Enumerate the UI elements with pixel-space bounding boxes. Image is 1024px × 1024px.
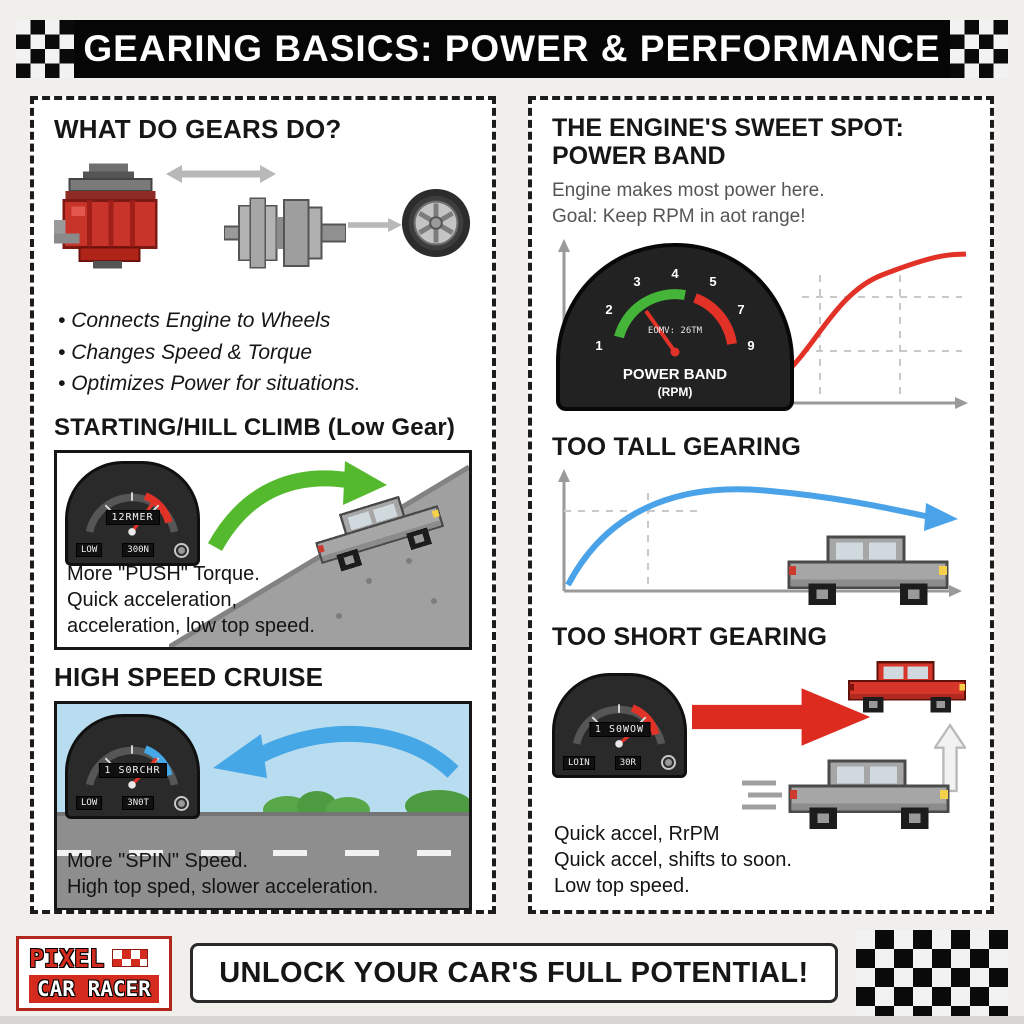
bottom-strip [0, 1016, 1024, 1024]
double-arrow-icon [166, 165, 276, 183]
power-curve-graph: 1 2 3 4 5 7 9 EOMV: 26TM POWER BAND (RPM… [552, 235, 970, 415]
gauge-lcd: 1 S0RCHR [98, 762, 167, 778]
gear-functions-list: Connects Engine to Wheels Changes Speed … [58, 305, 472, 400]
short-gear-gray-car [788, 759, 950, 830]
too-short-section: 1 S0WOW LOIN 30R [552, 659, 970, 901]
caption-line: acceleration, low top speed. [67, 614, 315, 637]
header-bar: GEARING BASICS: POWER & PERFORMANCE [16, 20, 1008, 78]
gauge-chip: LOW [76, 796, 103, 810]
gauge-chip: LOW [76, 543, 103, 557]
tall-gear-car [787, 535, 949, 606]
engine-to-wheel-diagram [54, 153, 472, 303]
caption-line: Quick accel, RrPM [554, 823, 720, 846]
caption-line: More "PUSH" Torque. [67, 562, 260, 585]
tachometer-gauge: 1 S0WOW LOIN 30R [552, 673, 687, 779]
gauge-chip: LOIN [563, 755, 595, 770]
motion-lines [742, 780, 782, 810]
logo-text-car-racer: CAR RACER [29, 974, 159, 1003]
gauge-lcd: 1 S0WOW [588, 722, 651, 738]
short-gear-red-car [847, 661, 967, 713]
racing-flag-icon [112, 949, 149, 967]
main-content: WHAT DO GEARS DO? [30, 96, 994, 914]
cruise-scene: 1 S0RCHR LOW 3N0T More "SPIN" Speed. Hig… [54, 700, 472, 910]
checkered-flag-right-icon [950, 20, 1008, 78]
gear-icon [173, 795, 189, 811]
tachometer-gauge: 1 S0RCHR LOW 3N0T [65, 713, 200, 819]
gauge-readouts: LOW 3N0T [76, 795, 189, 811]
list-item: Optimizes Power for situations. [58, 368, 472, 400]
short-gear-caption: Quick accel, RrPM Quick accel, shifts to… [554, 821, 792, 899]
gauge-chip: 30R [614, 755, 641, 770]
list-item: Changes Speed & Torque [58, 337, 472, 369]
svg-text:4: 4 [671, 266, 679, 281]
caption-line: Quick accel, shifts to soon. [554, 849, 792, 872]
wheel-icon [401, 188, 471, 258]
panel-what-gears-do: WHAT DO GEARS DO? [30, 96, 496, 914]
checkered-flag-bottom-right-icon [856, 930, 1008, 1016]
caption-line: High top sped, slower acceleration. [67, 875, 379, 898]
too-tall-graph [552, 467, 970, 607]
road [57, 811, 469, 908]
section-title-hill-climb: STARTING/HILL CLIMB (Low Gear) [54, 413, 456, 441]
power-band-gauge: 1 2 3 4 5 7 9 EOMV: 26TM POWER BAND (RPM… [556, 243, 794, 412]
up-arrow-outline-icon [934, 723, 966, 793]
svg-text:EOMV: 26TM: EOMV: 26TM [648, 326, 703, 336]
svg-text:POWER BAND: POWER BAND [623, 366, 727, 383]
caption-line: More "SPIN" Speed. [67, 849, 248, 872]
single-arrow-icon [348, 218, 402, 232]
gauge-readouts: LOW 300N [76, 542, 189, 558]
hill-climb-scene: 12RMER LOW 300N More "PUSH" Torque. Quic… [54, 449, 472, 650]
lane-dashes [57, 849, 469, 856]
title-line: THE ENGINE'S SWEET SPOT: [552, 114, 904, 142]
section-title-cruise: HIGH SPEED CRUISE [54, 661, 324, 692]
section-title-sweet-spot: THE ENGINE'S SWEET SPOT: POWER BAND [552, 114, 970, 170]
pixel-car-racer-logo: PIXEL CAR RACER [16, 935, 172, 1011]
caption-line: Quick acceleration, [67, 588, 238, 611]
svg-text:2: 2 [605, 302, 612, 317]
svg-text:3: 3 [633, 274, 640, 289]
gear-icon [173, 542, 189, 558]
gear-icon [660, 755, 676, 771]
svg-text:9: 9 [747, 338, 754, 353]
gauge-readouts: LOIN 30R [563, 755, 676, 771]
gearbox-icon [224, 197, 346, 269]
svg-text:1: 1 [595, 338, 602, 353]
climbing-car [307, 483, 452, 582]
panel-power-band: THE ENGINE'S SWEET SPOT: POWER BAND Engi… [528, 96, 994, 914]
title-line: POWER BAND [552, 142, 726, 170]
section-title-gears: WHAT DO GEARS DO? [54, 114, 342, 144]
subtitle-line: Engine makes most power here. [552, 180, 825, 201]
gauge-chip: 3N0T [122, 796, 154, 810]
blue-left-arrow-icon [213, 725, 459, 778]
logo-text-pixel: PIXEL [29, 943, 105, 973]
section-title-too-tall: TOO TALL GEARING [552, 433, 802, 462]
section-title-too-short: TOO SHORT GEARING [552, 623, 828, 652]
page-title: GEARING BASICS: POWER & PERFORMANCE [83, 28, 941, 69]
gauge-lcd: 12RMER [105, 509, 160, 525]
svg-text:7: 7 [737, 302, 744, 317]
subtitle-line: Goal: Keep RPM in aot range! [552, 205, 806, 227]
green-up-arrow-icon [207, 460, 387, 551]
gauge-chip: 300N [122, 543, 154, 557]
sweet-spot-subtitle: Engine makes most power here. Goal: Keep… [552, 178, 970, 229]
footer-bar: PIXEL CAR RACER UNLOCK YOUR CAR'S FULL P… [16, 930, 1008, 1016]
caption-line: Low top speed. [554, 875, 690, 898]
tachometer-gauge: 12RMER LOW 300N [65, 460, 200, 566]
hill-caption: More "PUSH" Torque. Quick acceleration, … [67, 561, 315, 639]
checkered-flag-left-icon [16, 20, 74, 78]
list-item: Connects Engine to Wheels [58, 305, 472, 337]
red-right-arrow-icon [692, 688, 871, 747]
svg-text:5: 5 [709, 274, 716, 289]
svg-text:(RPM): (RPM) [658, 385, 693, 399]
graph-axes [558, 469, 962, 598]
cruise-caption: More "SPIN" Speed. High top sped, slower… [67, 848, 378, 900]
footer-banner: UNLOCK YOUR CAR'S FULL POTENTIAL! [189, 943, 838, 1003]
engine-icon [54, 163, 158, 269]
